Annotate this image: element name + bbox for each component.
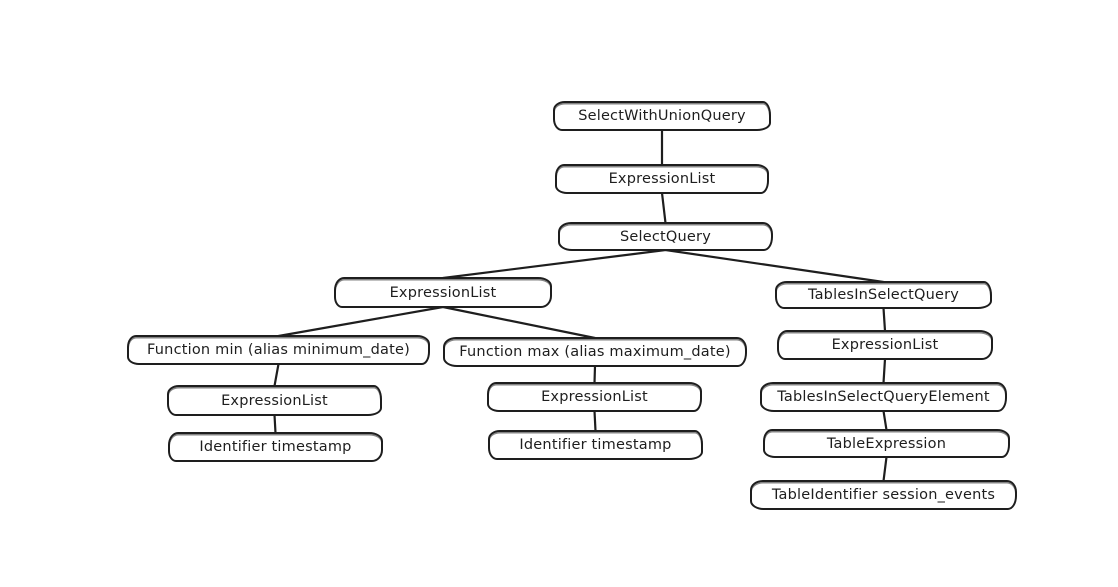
diagram-node-expression-list-max: ExpressionList bbox=[487, 382, 702, 412]
edge-expression-list-max--identifier-timestamp-max bbox=[593, 409, 597, 433]
edge-expression-list-select--function-min bbox=[277, 305, 445, 338]
diagram-node-expression-list-tables: ExpressionList bbox=[777, 330, 993, 360]
diagram-node-select-query: SelectQuery bbox=[558, 222, 773, 251]
diagram-node-function-min: Function min (alias minimum_date) bbox=[127, 335, 430, 365]
diagram-node-function-max: Function max (alias maximum_date) bbox=[443, 337, 747, 367]
diagram-node-expression-list-min: ExpressionList bbox=[167, 385, 382, 416]
diagram-node-identifier-timestamp-max: Identifier timestamp bbox=[488, 430, 703, 460]
diagram-node-table-identifier: TableIdentifier session_events bbox=[750, 480, 1017, 510]
diagram-node-tables-in-select-query-element: TablesInSelectQueryElement bbox=[760, 382, 1007, 412]
edge-expression-list-select--function-max bbox=[441, 305, 597, 340]
diagram-node-identifier-timestamp-min: Identifier timestamp bbox=[168, 432, 383, 462]
edge-select-query--tables-in-select-query bbox=[664, 248, 885, 284]
edge-select-query--expression-list-select bbox=[441, 248, 667, 280]
diagram-node-table-expression: TableExpression bbox=[763, 429, 1010, 458]
edge-function-max--expression-list-max bbox=[593, 364, 597, 385]
edge-expression-list-tables--tables-in-select-query-element bbox=[882, 357, 887, 385]
edge-expression-list-root--select-query bbox=[660, 191, 667, 225]
diagram-node-select-with-union-query: SelectWithUnionQuery bbox=[553, 101, 771, 131]
diagram-node-expression-list-select: ExpressionList bbox=[334, 277, 552, 308]
edge-function-min--expression-list-min bbox=[273, 362, 280, 388]
edge-expression-list-min--identifier-timestamp-min bbox=[273, 413, 277, 435]
edge-table-expression--table-identifier bbox=[882, 455, 888, 483]
edge-tables-in-select-query-element--table-expression bbox=[882, 409, 888, 432]
diagram-node-expression-list-root: ExpressionList bbox=[555, 164, 769, 194]
diagram-node-tables-in-select-query: TablesInSelectQuery bbox=[775, 281, 992, 309]
edge-tables-in-select-query--expression-list-tables bbox=[882, 306, 887, 333]
